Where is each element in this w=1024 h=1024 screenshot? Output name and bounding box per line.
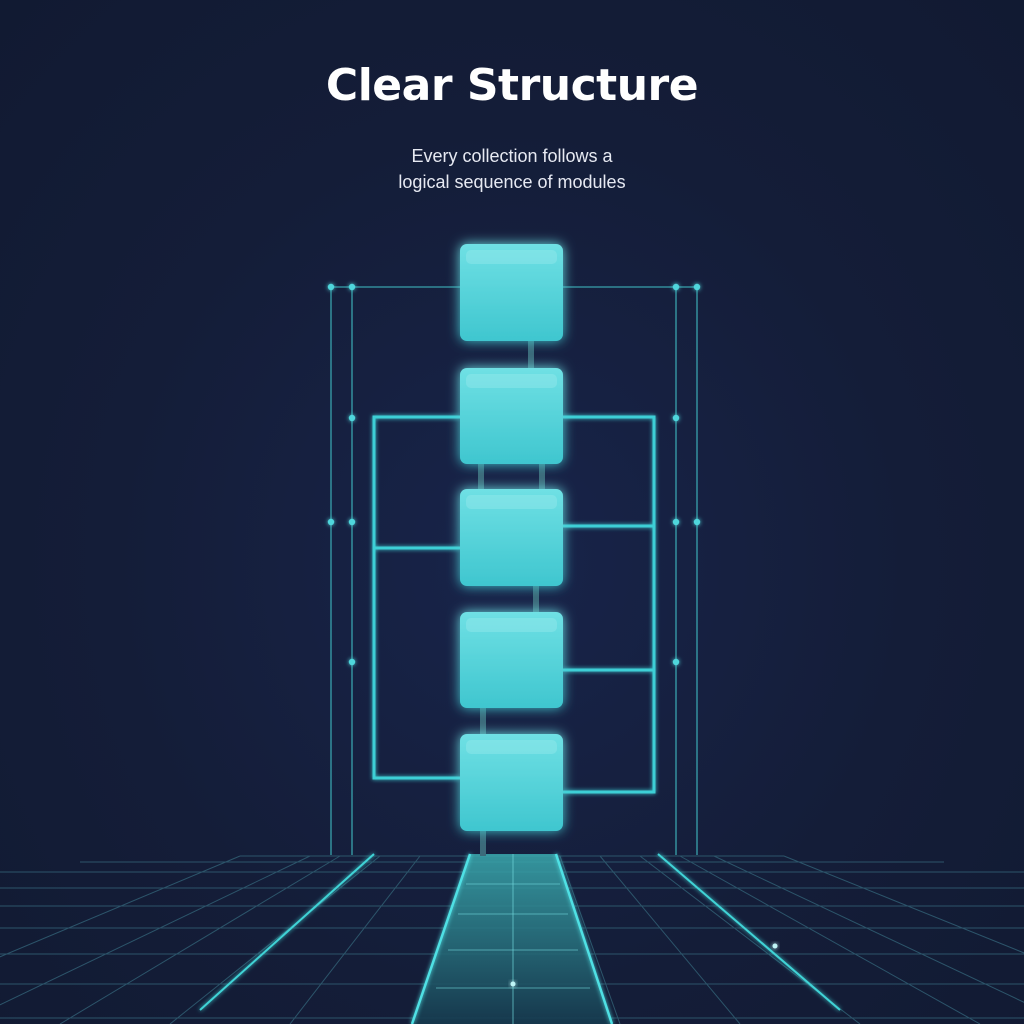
module-block-5 [460, 734, 563, 831]
floor-accent-lines [199, 853, 841, 1011]
side-rails [330, 286, 698, 855]
page-title: Clear Structure [325, 60, 699, 111]
module-block-3 [460, 489, 563, 586]
subtitle-line-1: Every collection follows a [411, 146, 613, 166]
module-stack [460, 244, 563, 831]
subtitle-line-2: logical sequence of modules [398, 172, 626, 192]
bracket-connectors [372, 415, 656, 794]
rail-nodes [327, 283, 701, 666]
page-subtitle: Every collection follows a logical seque… [362, 143, 662, 195]
module-block-4 [460, 612, 563, 708]
module-highlights [466, 250, 557, 754]
module-block-2 [460, 368, 563, 464]
module-spine [478, 340, 545, 856]
central-floor-path [410, 853, 778, 1024]
module-block-1 [460, 244, 563, 341]
